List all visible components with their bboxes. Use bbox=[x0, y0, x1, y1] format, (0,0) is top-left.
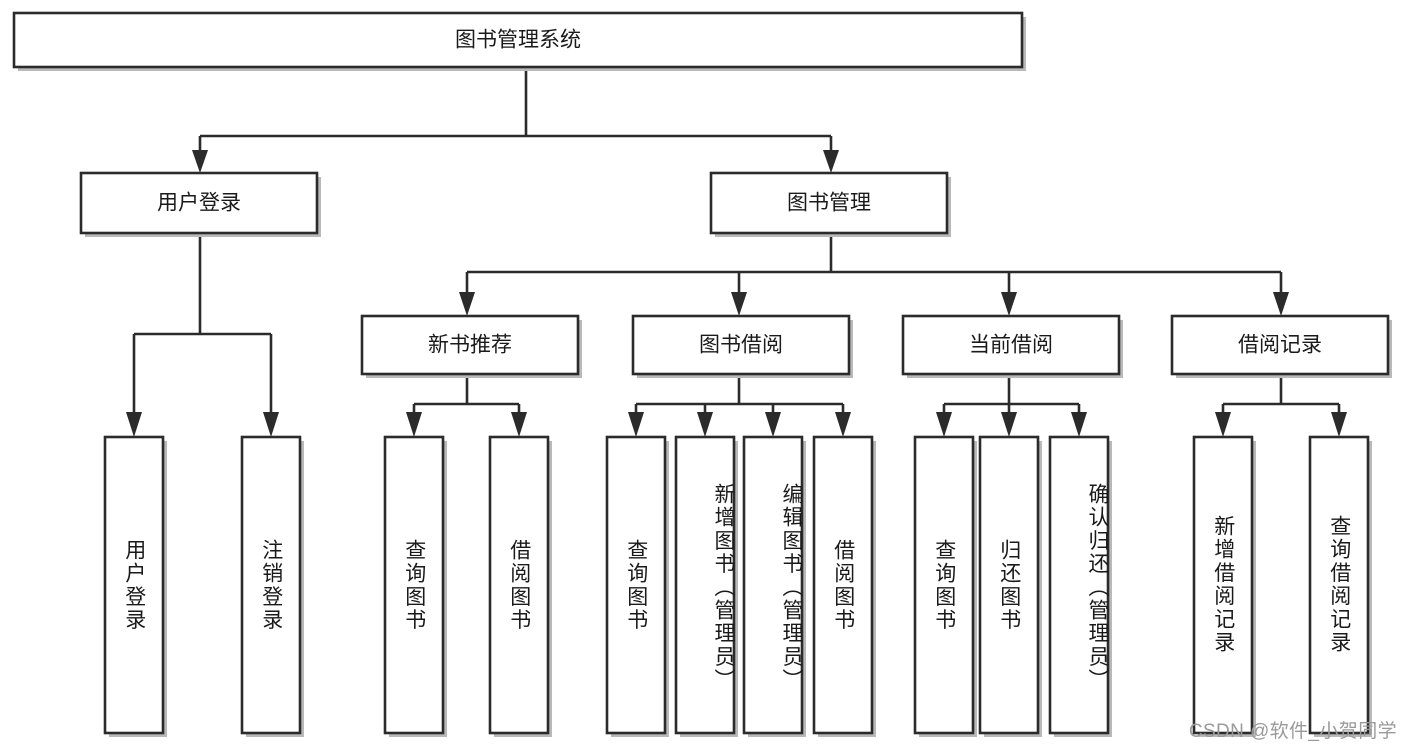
node-book-borrow-label: 图书借阅 bbox=[699, 334, 783, 357]
arrow-head-current-borrow bbox=[1001, 292, 1017, 316]
arrow-head-leaf-bb-edit bbox=[765, 412, 781, 437]
node-book-mgmt-box[interactable] bbox=[709, 171, 949, 235]
node-current-borrow[interactable]: 当前借阅 bbox=[901, 314, 1123, 378]
node-borrow-record-box[interactable] bbox=[1170, 314, 1390, 376]
watermark-text: CSDN @软件_小贺同学 bbox=[1188, 721, 1397, 742]
arrow-head-leaf-bb-add bbox=[697, 412, 713, 437]
arrow-head-leaf-br-add bbox=[1215, 412, 1231, 437]
leaf-br-add-box[interactable] bbox=[1192, 435, 1254, 735]
leaf-cb-return-box[interactable] bbox=[978, 435, 1040, 735]
arrow-head-borrow-record bbox=[1273, 292, 1289, 316]
node-borrow-record[interactable]: 借阅记录 bbox=[1170, 314, 1392, 378]
node-current-borrow-box[interactable] bbox=[901, 314, 1121, 376]
leaf-logout-box[interactable] bbox=[240, 435, 302, 735]
arrow-head-book-borrow bbox=[731, 292, 747, 316]
leaf-bb-query-box[interactable] bbox=[605, 435, 667, 735]
node-user-login[interactable]: 用户登录 bbox=[79, 171, 321, 237]
leaf-bb-borrow-box[interactable] bbox=[812, 435, 874, 735]
node-book-borrow-box[interactable] bbox=[631, 314, 851, 376]
arrow-head-leaf-br-query bbox=[1331, 412, 1347, 437]
leaf-boxes-group bbox=[103, 435, 1372, 737]
arrow-head-leaf-logout bbox=[263, 412, 279, 437]
node-book-mgmt[interactable]: 图书管理 bbox=[709, 171, 951, 237]
leaf-rec-query-box[interactable] bbox=[383, 435, 445, 735]
arrow-head-leaf-rec-borrow bbox=[511, 412, 527, 437]
arrow-head-user-login bbox=[192, 150, 208, 173]
node-root-label: 图书管理系统 bbox=[455, 29, 581, 52]
leaf-user-login-box[interactable] bbox=[103, 435, 165, 735]
connector-group bbox=[126, 68, 1347, 437]
node-book-borrow[interactable]: 图书借阅 bbox=[631, 314, 853, 378]
node-current-borrow-label: 当前借阅 bbox=[969, 334, 1053, 357]
arrow-head-leaf-cb-confirm bbox=[1071, 412, 1087, 437]
node-user-login-label: 用户登录 bbox=[157, 192, 241, 215]
node-book-mgmt-label: 图书管理 bbox=[787, 192, 871, 215]
node-new-book-rec-label: 新书推荐 bbox=[428, 334, 512, 357]
leaf-bb-add-box[interactable] bbox=[674, 435, 736, 735]
arrow-head-leaf-user-login bbox=[126, 412, 142, 437]
leaf-rec-borrow-box[interactable] bbox=[488, 435, 550, 735]
arrow-head-new-book-rec bbox=[459, 292, 475, 316]
node-new-book-rec-box[interactable] bbox=[360, 314, 580, 376]
node-new-book-rec[interactable]: 新书推荐 bbox=[360, 314, 582, 378]
leaf-cb-confirm-box[interactable] bbox=[1048, 435, 1110, 735]
node-borrow-record-label: 借阅记录 bbox=[1238, 334, 1322, 357]
arrow-head-leaf-bb-query bbox=[628, 412, 644, 437]
leaf-bb-edit-box[interactable] bbox=[742, 435, 804, 735]
arrow-head-book-mgmt bbox=[823, 150, 839, 173]
arrow-head-leaf-cb-query bbox=[936, 412, 952, 437]
node-root-box[interactable] bbox=[12, 11, 1024, 69]
node-user-login-box[interactable] bbox=[79, 171, 319, 235]
arrow-head-leaf-bb-borrow bbox=[835, 412, 851, 437]
leaf-br-query-box[interactable] bbox=[1308, 435, 1370, 735]
leaf-cb-query-box[interactable] bbox=[913, 435, 975, 735]
arrow-head-leaf-rec-query bbox=[406, 412, 422, 437]
arrow-head-leaf-cb-return bbox=[1001, 412, 1017, 437]
node-root[interactable]: 图书管理系统 bbox=[12, 11, 1026, 71]
